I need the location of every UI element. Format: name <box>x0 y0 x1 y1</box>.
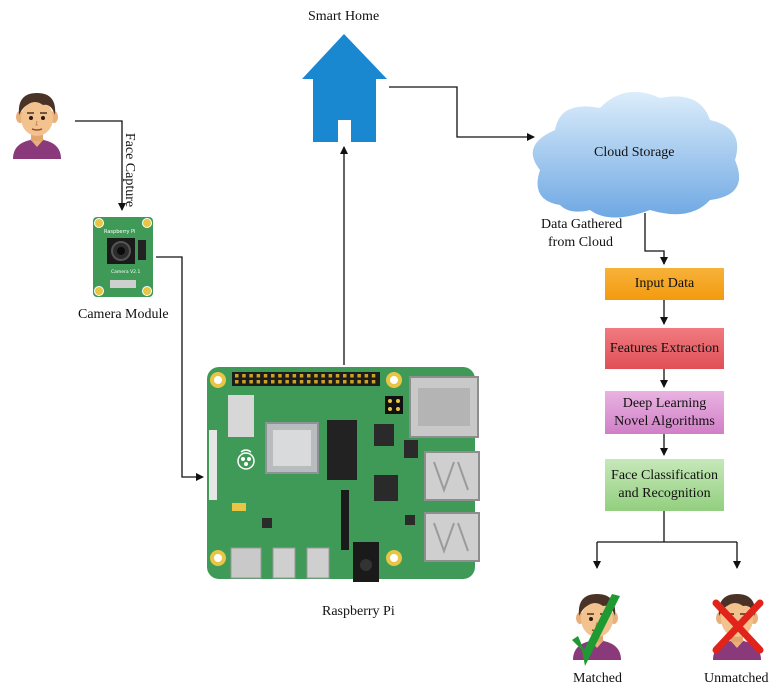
gpio-pin <box>364 374 369 378</box>
cloud-storage-icon <box>532 91 740 218</box>
camera-module-icon: Raspberry Pi Camera V2.1 <box>93 217 153 297</box>
gpio-pin <box>350 374 354 378</box>
gpio-pin <box>299 380 304 384</box>
data-gathered-label-1: Data Gathered <box>541 217 623 232</box>
gpio-pin <box>299 374 304 378</box>
gpio-pin <box>263 380 268 384</box>
gpio-pin <box>242 374 246 378</box>
gpio-pin <box>335 380 340 384</box>
gpio-pin <box>343 374 347 378</box>
gpio-pin <box>343 380 347 384</box>
face-classification-text-1: Face Classification <box>611 468 718 483</box>
gpio-pin <box>335 374 340 378</box>
unmatched-label: Unmatched <box>704 671 769 686</box>
deep-learning-box: Deep Learning Novel Algorithms <box>605 391 724 434</box>
gpio-pin <box>350 380 354 384</box>
gpio-pin <box>314 374 318 378</box>
gpio-pin <box>357 380 361 384</box>
person-icon <box>12 92 62 160</box>
smart-home-label: Smart Home <box>308 9 380 24</box>
face-classification-text-2: and Recognition <box>618 486 711 501</box>
face-classification-box: Face Classification and Recognition <box>605 459 724 511</box>
gpio-pin <box>256 380 261 384</box>
data-gathered-label-2: from Cloud <box>548 235 613 250</box>
gpio-pin <box>256 374 261 378</box>
face-classification-box-bg <box>605 459 724 511</box>
gpio-pin <box>321 380 325 384</box>
gpio-pin <box>263 374 268 378</box>
gpio-pin <box>371 380 376 384</box>
raspberry-pi-board-icon <box>207 367 480 582</box>
gpio-pin <box>328 374 333 378</box>
deep-learning-text-1: Deep Learning <box>622 395 707 411</box>
face-capture-label: Face Capture <box>122 132 138 208</box>
gpio-pin <box>235 380 239 384</box>
gpio-pin <box>271 374 275 378</box>
gpio-pin <box>307 374 311 378</box>
gpio-pin <box>292 374 297 378</box>
gpio-pin <box>278 380 282 384</box>
features-extraction-text: Features Extraction <box>609 340 720 356</box>
cross-icon <box>712 599 764 654</box>
input-data-box: Input Data <box>605 268 724 300</box>
connectors <box>75 86 741 569</box>
gpio-pin <box>307 380 311 384</box>
gpio-pin <box>321 374 325 378</box>
gpio-pin <box>285 380 289 384</box>
gpio-pin <box>249 374 253 378</box>
smart-home-icon <box>302 34 387 142</box>
gpio-pin <box>278 374 282 378</box>
camera-brand-text: Raspberry Pi <box>104 229 135 235</box>
checkmark-icon <box>572 594 620 666</box>
gpio-pin <box>249 380 253 384</box>
gpio-pin <box>292 380 297 384</box>
camera-module-label: Camera Module <box>78 307 169 322</box>
features-extraction-box: Features Extraction <box>605 328 724 369</box>
camera-model-text: Camera V2.1 <box>111 269 140 275</box>
deep-learning-text-2: Novel Algorithms <box>614 413 715 429</box>
matched-label: Matched <box>573 671 622 686</box>
gpio-pin <box>235 374 239 378</box>
gpio-pin <box>271 380 275 384</box>
features-extraction-box-bg <box>605 328 724 369</box>
gpio-pin <box>314 380 318 384</box>
deep-learning-box-bg <box>605 391 724 434</box>
input-data-text: Input Data <box>634 276 695 291</box>
gpio-pin <box>285 374 289 378</box>
gpio-pin <box>242 380 246 384</box>
input-data-box-bg <box>605 268 724 300</box>
gpio-pin <box>371 374 376 378</box>
gpio-pin <box>328 380 333 384</box>
gpio-pin <box>357 374 361 378</box>
cloud-storage-label: Cloud Storage <box>594 145 675 160</box>
gpio-pin <box>364 380 369 384</box>
raspberry-pi-label: Raspberry Pi <box>322 604 395 619</box>
